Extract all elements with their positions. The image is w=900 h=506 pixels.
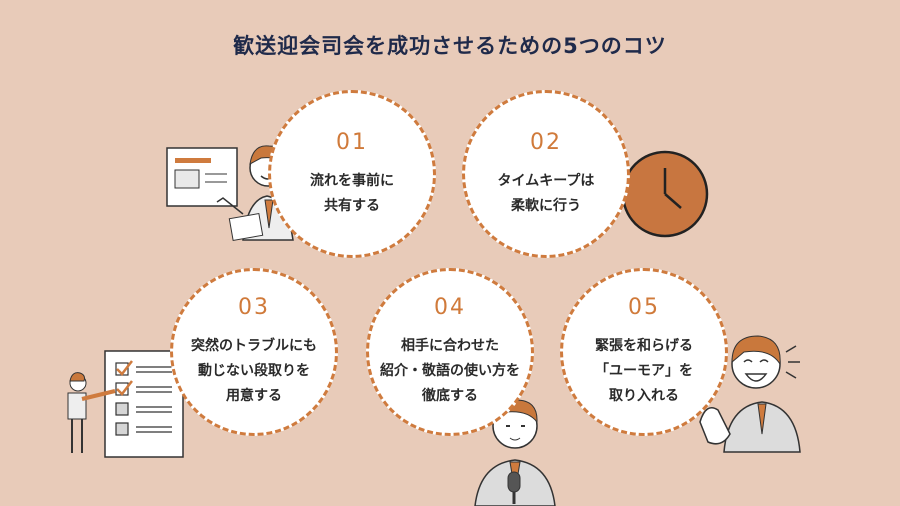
- checklist-icon: [67, 350, 184, 458]
- tip-01-card: 01 流れを事前に 共有する: [268, 90, 436, 258]
- tip-text: 紹介・敬語の使い方を: [380, 363, 520, 379]
- tip-number: 03: [234, 295, 274, 322]
- tip-text: 徹底する: [422, 388, 478, 404]
- laughing-man-icon: [699, 335, 801, 453]
- tip-text: 突然のトラブルにも: [191, 338, 317, 354]
- tip-text: 柔軟に行う: [510, 197, 581, 214]
- tip-text: 「ユーモア」を: [595, 363, 693, 379]
- tip-number: 01: [332, 129, 372, 157]
- tip-05-card: 05 緊張を和らげる 「ユーモア」を 取り入れる: [560, 268, 728, 436]
- clock-icon: [621, 150, 709, 238]
- tip-text: 相手に合わせた: [401, 338, 499, 354]
- tip-number: 02: [526, 129, 566, 157]
- tip-text: タイムキープは: [497, 172, 595, 189]
- tip-text: 共有する: [324, 197, 380, 214]
- tip-text: 取り入れる: [609, 388, 679, 404]
- tip-number: 05: [624, 295, 664, 322]
- tip-text: 動じない段取りを: [198, 363, 310, 379]
- tip-text: 流れを事前に: [310, 172, 394, 189]
- tip-03-card: 03 突然のトラブルにも 動じない段取りを 用意する: [170, 268, 338, 436]
- page-title: 歓送迎会司会を成功させるための5つのコツ: [233, 34, 667, 58]
- tip-02-card: 02 タイムキープは 柔軟に行う: [462, 90, 630, 258]
- tip-number: 04: [430, 295, 470, 322]
- tip-text: 緊張を和らげる: [595, 338, 693, 354]
- tip-04-card: 04 相手に合わせた 紹介・敬語の使い方を 徹底する: [366, 268, 534, 436]
- tip-text: 用意する: [226, 388, 282, 404]
- presenter-icon: [166, 145, 294, 242]
